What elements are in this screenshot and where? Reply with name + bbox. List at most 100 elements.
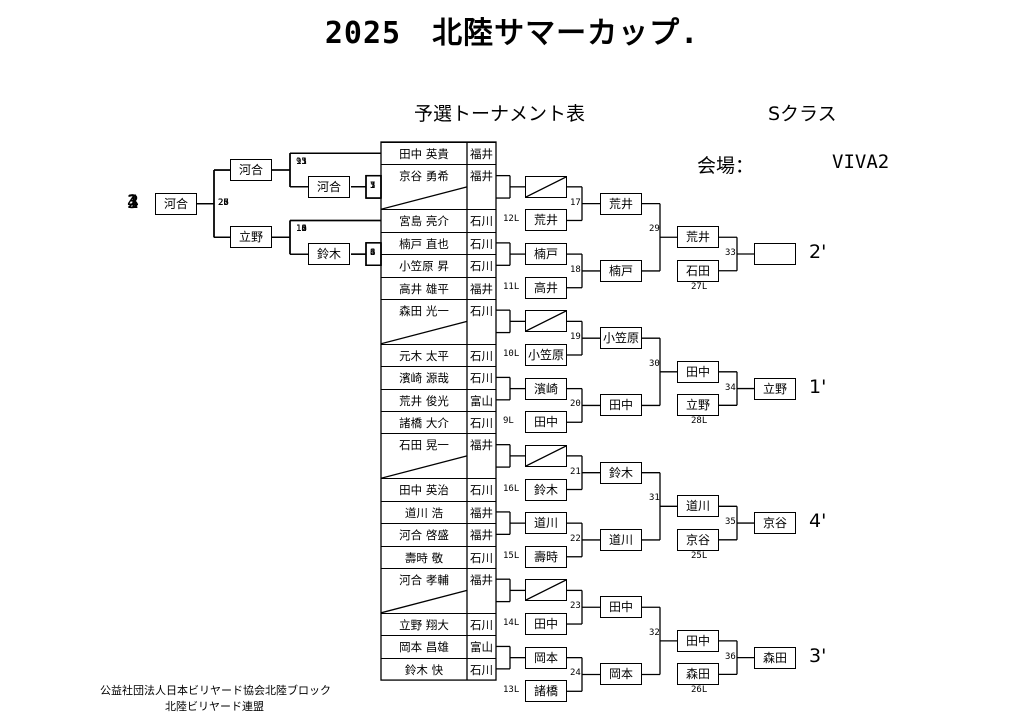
winner-box: 鈴木 <box>308 243 350 266</box>
loser-source-label: 14L <box>503 618 520 629</box>
winner-box: 田中 <box>677 360 719 383</box>
qualifier-place: 2' <box>809 241 827 264</box>
player-prefecture: 石川 <box>467 298 496 321</box>
player-name: 楠戸 直也 <box>381 231 467 254</box>
bye-row <box>381 187 496 209</box>
player-name: 道川 浩 <box>381 500 467 523</box>
class-label: Sクラス <box>768 103 837 125</box>
bye-box <box>525 444 567 467</box>
match-number: 32 <box>649 627 660 638</box>
player-prefecture: 富山 <box>467 388 496 411</box>
player-prefecture: 福井 <box>467 164 496 186</box>
entry-box: 濱崎 <box>525 377 567 400</box>
match-number: 3 <box>370 180 376 191</box>
player-name: 荒井 俊光 <box>381 388 467 411</box>
player-name: 河合 啓盛 <box>381 523 467 545</box>
player-name: 壽時 敬 <box>381 545 467 568</box>
quarter-winner-box: 河合 <box>155 192 197 215</box>
match-number: 13 <box>296 157 307 168</box>
match-number: 31 <box>649 493 660 504</box>
qualifier-place: 4' <box>809 510 827 533</box>
match-number: 19 <box>570 332 581 343</box>
match-number: 6 <box>370 248 376 259</box>
player-prefecture: 福井 <box>467 523 496 545</box>
match-number: 12 <box>296 224 307 235</box>
player-name: 田中 英治 <box>381 478 467 500</box>
loser-entry-box: 石田 <box>677 259 719 282</box>
entry-box: 荒井 <box>525 209 567 232</box>
match-number: 1 <box>370 180 376 191</box>
entry-box: 道川 <box>525 512 567 535</box>
winner-box: 鈴木 <box>600 461 642 484</box>
player-name: 高井 雄平 <box>381 276 467 299</box>
player-prefecture: 福井 <box>467 276 496 299</box>
player-prefecture: 福井 <box>467 433 496 455</box>
bye-slash <box>380 589 468 614</box>
player-name: 濱崎 源哉 <box>381 366 467 388</box>
qualifier-place: 3' <box>809 644 827 667</box>
loser-entry-box: 森田 <box>677 663 719 686</box>
loser-source-label: 10L <box>503 348 520 359</box>
player-prefecture: 石川 <box>467 478 496 500</box>
loser-source-label: 9L <box>503 416 514 427</box>
winner-box: 河合 <box>308 175 350 198</box>
match-number: 34 <box>725 382 736 393</box>
winner-box: 荒井 <box>600 192 642 215</box>
quarter-label: 4 <box>127 190 140 213</box>
player-prefecture: 石川 <box>467 231 496 254</box>
player-name: 岡本 昌雄 <box>381 635 467 657</box>
match-number: 16 <box>296 224 307 235</box>
winner-box: 小笠原 <box>600 327 642 350</box>
winner-box: 田中 <box>677 629 719 652</box>
bye-row <box>381 456 496 478</box>
match-number: 17 <box>570 197 581 208</box>
match-number: 23 <box>570 601 581 612</box>
match-number: 29 <box>649 224 660 235</box>
match-number: 14 <box>296 224 307 235</box>
qualifier-box: 京谷 <box>754 512 796 535</box>
bye-slash <box>526 176 566 197</box>
bye-slash <box>526 445 566 466</box>
player-name: 元木 太平 <box>381 343 467 366</box>
match-number: 36 <box>725 651 736 662</box>
player-name: 立野 翔大 <box>381 612 467 635</box>
match-number: 22 <box>570 533 581 544</box>
player-prefecture: 石川 <box>467 657 496 680</box>
subtitle: 予選トーナメント表 <box>414 103 586 125</box>
bye-slash <box>526 311 566 332</box>
player-name: 河合 孝輔 <box>381 567 467 590</box>
loser-source-label: 15L <box>503 550 520 561</box>
winner-box: 岡本 <box>600 663 642 686</box>
footer-org: 公益社団法人日本ビリヤード協会北陸ブロック <box>100 684 331 697</box>
bye-row <box>381 590 496 612</box>
bye-slash <box>380 186 468 210</box>
player-prefecture: 石川 <box>467 612 496 635</box>
player-prefecture: 石川 <box>467 545 496 568</box>
quarter-label: 3 <box>127 190 140 213</box>
entry-box: 岡本 <box>525 646 567 669</box>
loser-source-label: 11L <box>503 281 520 292</box>
player-prefecture: 石川 <box>467 343 496 366</box>
match-number: 27 <box>218 197 229 208</box>
entry-box: 小笠原 <box>525 343 567 366</box>
winner-box: 立野 <box>230 226 272 249</box>
entry-box: 諸橋 <box>525 680 567 703</box>
qualifier-box <box>754 243 796 266</box>
match-number: 18 <box>570 264 581 275</box>
bye-slash <box>526 580 566 601</box>
winner-box: 道川 <box>600 528 642 551</box>
match-number: 9 <box>296 157 302 168</box>
match-number: 4 <box>370 248 376 259</box>
match-number: 10 <box>296 224 307 235</box>
page-title: 2025 北陸サマーカップ. <box>324 16 700 51</box>
player-name: 田中 英貴 <box>381 142 467 164</box>
loser-entry-box: 京谷 <box>677 528 719 551</box>
loser-source-label: 12L <box>503 214 520 225</box>
player-prefecture: 福井 <box>467 500 496 523</box>
loser-source-label: 28L <box>691 416 708 427</box>
bye-box <box>525 579 567 602</box>
quarter-label: 2 <box>127 190 140 213</box>
entry-box: 壽時 <box>525 545 567 568</box>
qualifier-place: 1' <box>809 375 827 398</box>
footer-league: 北陸ビリヤード連盟 <box>165 700 264 713</box>
